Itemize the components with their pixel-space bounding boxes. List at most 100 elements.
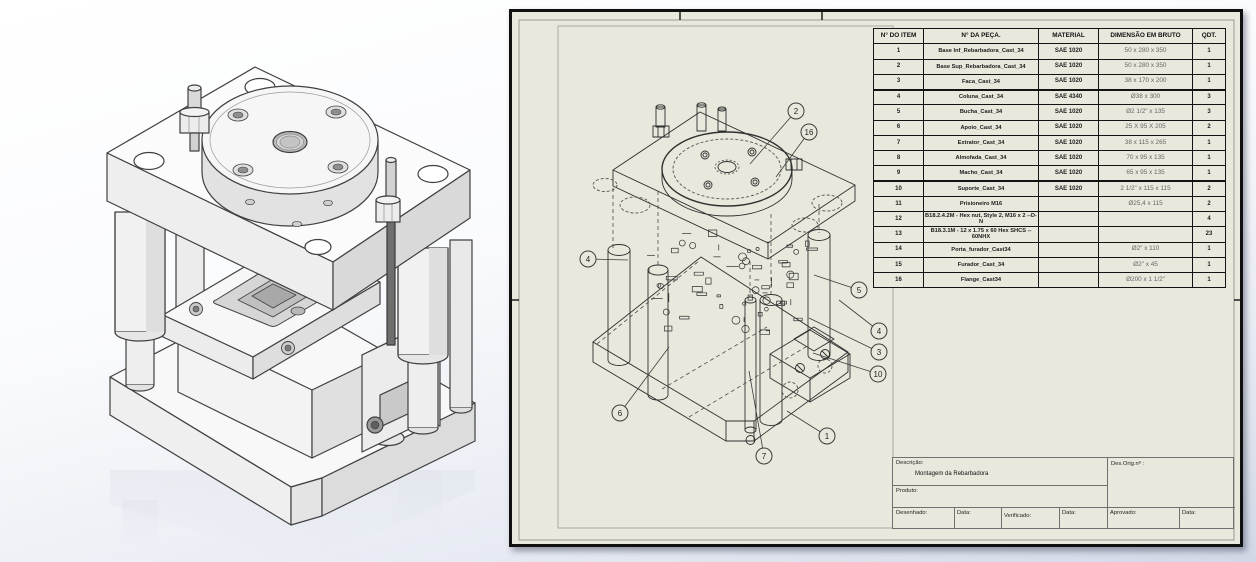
data2-label: Data: <box>1062 510 1076 516</box>
bom-cell: 2 <box>1192 195 1226 213</box>
exploded-columns <box>607 229 831 426</box>
wireframe-detail <box>662 308 670 316</box>
data1-label: Data: <box>957 510 971 516</box>
wireframe-detail <box>663 325 673 332</box>
assembly-3d-viewport[interactable] <box>0 0 509 562</box>
bom-cell: 1 <box>1192 149 1226 167</box>
bom-cell: SAE 1020 <box>1038 43 1099 60</box>
bom-table: N° DO ITEM N° DA PEÇA. MATERIAL DIMENSÃO… <box>873 27 1226 289</box>
aprovado-label: Aprovado: <box>1110 510 1137 516</box>
bom-cell: SAE 1020 <box>1038 104 1099 121</box>
bom-cell: SAE 1020 <box>1038 73 1099 91</box>
bom-cell <box>1098 210 1193 228</box>
bom-cell <box>1098 226 1193 243</box>
bom-cell: Ø2 1/2" x 135 <box>1098 104 1193 121</box>
wireframe-detail <box>679 315 690 320</box>
wireframe-detail <box>742 257 750 266</box>
wireframe-detail <box>747 249 752 254</box>
wireframe-detail <box>793 317 803 322</box>
bom-cell: 4 <box>873 88 924 106</box>
balloon-number: 10 <box>874 370 883 379</box>
bom-cell: 2 <box>1192 119 1226 136</box>
exploded-detail-cluster <box>647 229 818 335</box>
wireframe-detail <box>716 294 721 298</box>
bom-header-part: N° DA PEÇA. <box>923 27 1039 45</box>
bom-cell: 10 <box>873 180 924 197</box>
wireframe-detail <box>742 301 747 306</box>
wireframe-detail <box>693 271 704 276</box>
bom-cell <box>1038 256 1099 274</box>
balloon-leader <box>748 370 765 457</box>
bom-cell <box>1038 241 1099 258</box>
balloon <box>869 365 887 383</box>
model-flange <box>201 85 379 228</box>
balloon <box>787 102 805 120</box>
wireframe-detail <box>761 285 770 290</box>
balloon <box>611 404 629 422</box>
flange-screws <box>227 105 349 177</box>
balloon-number: 1 <box>825 432 830 441</box>
sheet-frame <box>509 9 1243 547</box>
wireframe-detail <box>757 312 763 317</box>
wireframe-detail <box>691 286 703 293</box>
bom-cell: 14 <box>873 241 924 258</box>
wireframe-detail <box>764 306 769 312</box>
balloon <box>755 447 773 465</box>
bom-cell: B18.3.1M - 12 x 1.75 x 60 Hex SHCS -- 60… <box>923 226 1039 243</box>
wireframe-detail <box>657 283 664 290</box>
bom-header-qty: QDT. <box>1192 27 1226 45</box>
bom-cell: Bucha_Cast_34 <box>923 104 1039 121</box>
produto-label: Produto: <box>896 488 918 494</box>
wireframe-detail <box>751 286 760 295</box>
wireframe-detail <box>678 239 686 247</box>
explode-trails <box>596 188 820 418</box>
bom-cell: 4 <box>1192 210 1226 228</box>
verificado-label: Verificado: <box>1004 513 1032 519</box>
bom-cell: SAE 1020 <box>1038 149 1099 167</box>
balloon-leader <box>808 317 880 353</box>
bom-header-item: N° DO ITEM <box>873 27 924 45</box>
wireframe-detail <box>738 262 746 270</box>
balloon-leader <box>749 110 797 165</box>
balloon-number: 6 <box>618 409 623 418</box>
wireframe-detail <box>689 242 697 250</box>
bom-cell: 1 <box>1192 58 1226 75</box>
bom-cell: Ø2" x 110 <box>1098 241 1193 258</box>
desenhado-label: Desenhado: <box>896 510 928 516</box>
bom-cell: Ø25,4 x 115 <box>1098 195 1193 213</box>
wireframe-detail <box>778 260 788 264</box>
bom-cell: 1 <box>1192 43 1226 60</box>
wireframe-detail <box>780 300 787 305</box>
bom-cell: 23 <box>1192 226 1226 243</box>
bom-cell: Ø2" x 45 <box>1098 256 1193 274</box>
wireframe-detail <box>731 315 741 325</box>
wireframe-detail <box>762 296 771 305</box>
exploded-punch-holder <box>769 326 851 403</box>
bom-cell: Suporte_Cast_34 <box>923 180 1039 197</box>
bom-cell: 9 <box>873 165 924 183</box>
bom-cell: 2 <box>873 58 924 75</box>
bom-cell <box>1038 210 1099 228</box>
bom-cell: 5 <box>873 104 924 121</box>
wireframe-detail <box>805 240 810 247</box>
model-left-column <box>114 211 166 392</box>
exploded-view <box>592 102 856 445</box>
bom-cell: SAE 1020 <box>1038 134 1099 152</box>
bom-cell: Macho_Cast_34 <box>923 165 1039 183</box>
wireframe-detail <box>786 244 793 248</box>
balloon <box>818 427 836 445</box>
bom-cell: 38 x 115 x 265 <box>1098 134 1193 152</box>
bom-cell: 8 <box>873 149 924 167</box>
